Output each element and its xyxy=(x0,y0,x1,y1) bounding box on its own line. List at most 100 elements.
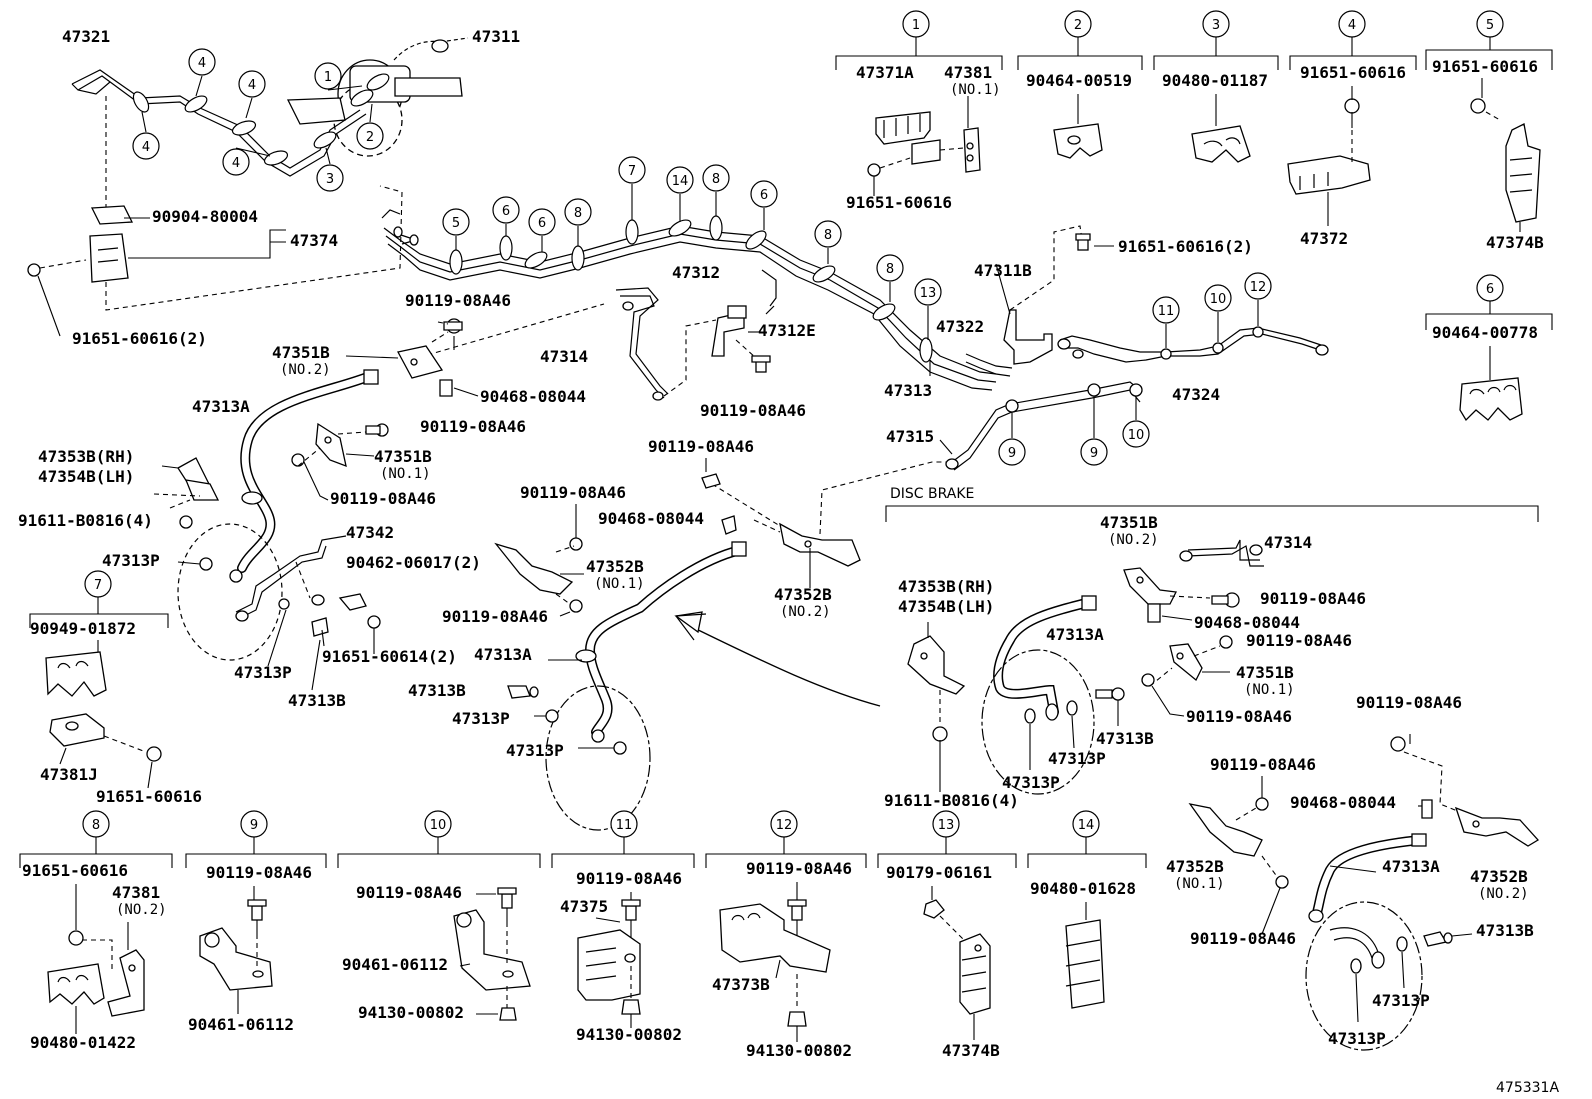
part-label: 91651-60616(2) xyxy=(72,329,207,348)
part-label: 47321 xyxy=(62,27,110,46)
part-label: 47324 xyxy=(1172,385,1220,404)
front-pipe-47321 xyxy=(71,69,390,177)
legend-label: 90949-01872 xyxy=(30,619,136,638)
part-label: 90468-08044 xyxy=(1290,793,1396,812)
part-label: 47313 xyxy=(884,381,932,400)
sub-label: (NO.1) xyxy=(380,466,431,482)
callout-circle-icon xyxy=(238,70,266,98)
part-label: 47311B xyxy=(974,261,1032,280)
callout-6: 6 xyxy=(492,196,520,224)
legend-callout-9: 9 xyxy=(240,810,268,838)
callout-number: 3 xyxy=(326,172,334,187)
fittings-left-lower xyxy=(177,561,381,691)
part-label: 47352B xyxy=(1166,857,1224,876)
callout-circle-icon xyxy=(356,122,384,150)
legend-callout-12: 12 xyxy=(770,810,798,838)
callout-circle-icon xyxy=(424,810,452,838)
callout-circle-icon xyxy=(82,810,110,838)
legend-label: 91651-60616 xyxy=(1432,57,1538,76)
callout-circle-icon xyxy=(618,156,646,184)
callout-number: 10 xyxy=(1210,292,1227,307)
callout-4: 4 xyxy=(132,132,160,160)
part-label: 90462-06017(2) xyxy=(346,553,481,572)
callout-circle-icon xyxy=(750,180,778,208)
legend-label: 90119-08A46 xyxy=(356,883,462,902)
callout-leaders xyxy=(141,75,929,340)
legend-label: (NO.2) xyxy=(116,902,167,918)
sub-label: (NO.1) xyxy=(1174,876,1225,892)
legend-label: 90480-01187 xyxy=(1162,71,1268,90)
part-label: 47313P xyxy=(452,709,510,728)
clamp-47374 xyxy=(27,96,403,337)
callout-circle-icon xyxy=(702,164,730,192)
legend-callout-5: 5 xyxy=(1476,10,1504,38)
part-label: 47313B xyxy=(1096,729,1154,748)
part-label: 47313A xyxy=(474,645,532,664)
legend-label: 90480-01628 xyxy=(1030,879,1136,898)
part-label: 47312 xyxy=(672,263,720,282)
part-label: 47313A xyxy=(1046,625,1104,644)
callout-number: 9 xyxy=(1008,446,1016,461)
callout-number: 4 xyxy=(232,156,240,171)
callout-number: 11 xyxy=(1158,304,1175,319)
callout-circle-icon xyxy=(814,220,842,248)
callout-circle-icon xyxy=(666,166,694,194)
callout-8: 8 xyxy=(564,198,592,226)
legend-part-drawings xyxy=(45,78,1541,1042)
legend-label: (NO.1) xyxy=(950,82,1001,98)
bracket-47352B-center xyxy=(494,458,948,617)
callout-12: 12 xyxy=(1244,272,1272,300)
callout-number: 4 xyxy=(142,140,150,155)
part-label: 47313P xyxy=(1048,749,1106,768)
callout-circle-icon xyxy=(316,164,344,192)
part-label: 90119-08A46 xyxy=(420,417,526,436)
disc-brake-header: DISC BRAKE xyxy=(890,486,974,502)
callout-circle-icon xyxy=(84,570,112,598)
part-label: 47313B xyxy=(1476,921,1534,940)
callout-circle-icon xyxy=(1080,438,1108,466)
legend-callout-6: 6 xyxy=(1476,274,1504,302)
part-label: 47352B xyxy=(586,557,644,576)
part-label: 90119-08A46 xyxy=(1356,693,1462,712)
hose-47313A-left xyxy=(177,369,379,661)
part-label: 90468-08044 xyxy=(598,509,704,528)
part-label: 47312E xyxy=(758,321,816,340)
legend-label: 91651-60616 xyxy=(1300,63,1406,82)
part-label: 47354B(LH) xyxy=(38,467,134,486)
callout-number: 3 xyxy=(1212,18,1220,33)
callout-6: 6 xyxy=(750,180,778,208)
callout-circle-icon xyxy=(132,132,160,160)
callout-number: 8 xyxy=(574,206,582,221)
callout-number: 8 xyxy=(886,262,894,277)
callout-circle-icon xyxy=(442,208,470,236)
part-label: 47314 xyxy=(1264,533,1312,552)
legend-brackets-top xyxy=(835,36,1553,330)
callout-10: 10 xyxy=(1122,420,1150,448)
callout-number: 6 xyxy=(1486,282,1494,297)
pipe-47314-center xyxy=(409,287,717,401)
callout-number: 1 xyxy=(912,18,920,33)
legend-label: 47381 xyxy=(112,883,160,902)
callout-circle-icon xyxy=(876,254,904,282)
callout-4: 4 xyxy=(222,148,250,176)
callout-13: 13 xyxy=(914,278,942,306)
callout-9: 9 xyxy=(1080,438,1108,466)
legend-callout-1: 1 xyxy=(902,10,930,38)
callout-number: 1 xyxy=(324,70,332,85)
callout-number: 9 xyxy=(250,818,258,833)
legend-label: 47374B xyxy=(942,1041,1000,1060)
callout-number: 12 xyxy=(1250,280,1267,295)
callout-8: 8 xyxy=(876,254,904,282)
part-label: 47313P xyxy=(1328,1029,1386,1048)
legend-callout-4: 4 xyxy=(1338,10,1366,38)
legend-label: 47375 xyxy=(560,897,608,916)
callout-14: 14 xyxy=(666,166,694,194)
